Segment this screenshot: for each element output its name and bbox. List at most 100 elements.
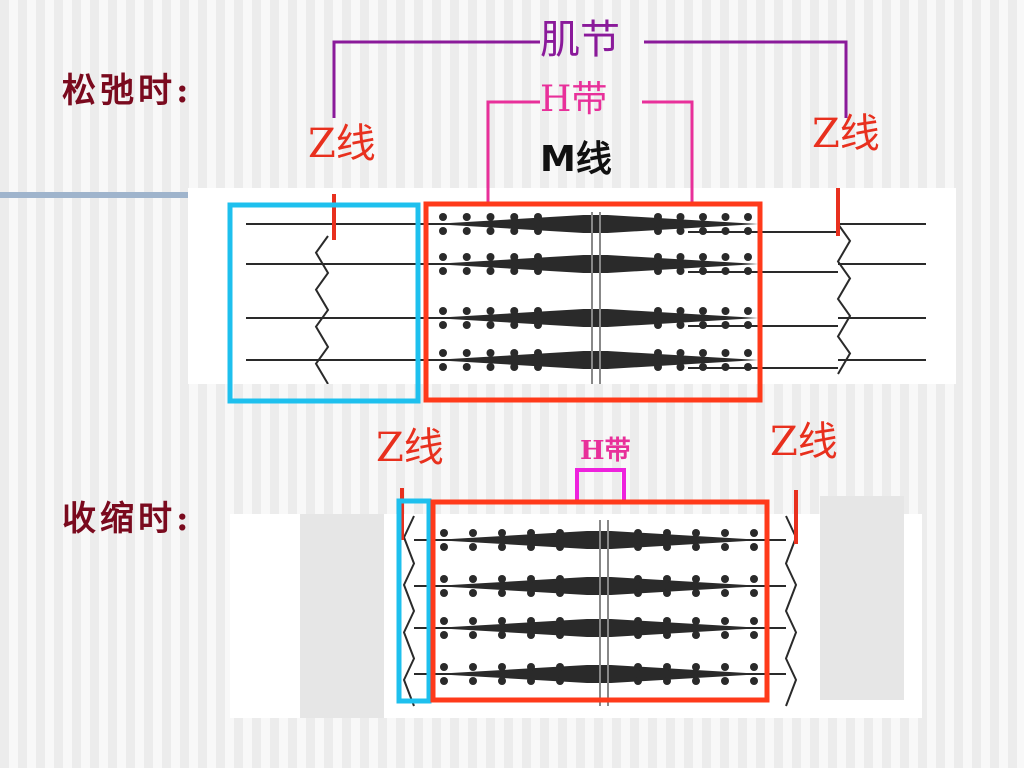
relaxed-myosin-head (510, 227, 519, 235)
contracted-myosin-head (721, 529, 729, 537)
contracted-myosin-head (469, 631, 477, 639)
contracted-myosin-head (556, 631, 564, 639)
relaxed-myosin-head (439, 307, 447, 315)
relaxed-myosin-head (699, 321, 707, 329)
contracted-myosin-head (750, 575, 758, 583)
contracted-right-gray-block (820, 496, 904, 700)
relaxed-myosin-head (699, 363, 707, 371)
contracted-myosin-head (634, 631, 642, 639)
relaxed-myosin-head (510, 363, 519, 371)
relaxed-myosin-head (486, 349, 495, 357)
relaxed-myosin-head (721, 349, 730, 357)
relaxed-myosin-head (510, 307, 519, 315)
relaxed-myosin-head (510, 349, 519, 357)
relaxed-myosin-head (676, 213, 685, 221)
contracted-myosin-head (750, 631, 758, 639)
contracted-myosin-head (469, 589, 477, 597)
contracted-myosin-head (527, 575, 535, 583)
relaxed-myosin-head (510, 253, 519, 261)
contracted-myosin-head (750, 663, 758, 671)
relaxed-myosin-head (486, 267, 495, 275)
contracted-myosin-head (556, 543, 564, 551)
contracted-myosin-head (721, 543, 729, 551)
contracted-myosin-head (692, 617, 700, 625)
relaxed-myosin-head (462, 307, 471, 315)
contracted-state-label: 收缩时: (62, 499, 193, 539)
relaxed-myosin-head (510, 321, 519, 329)
contracted-myosin-head (469, 663, 477, 671)
contracted-myosin-head (750, 589, 758, 597)
relaxed-myosin-head (439, 267, 447, 275)
relaxed-myosin-head (439, 349, 447, 357)
relaxed-myosin-head (744, 213, 752, 221)
relaxed-myosin-head (654, 349, 662, 357)
contracted-left-gray-block (300, 514, 384, 718)
relaxed-h-band-bracket (486, 100, 694, 204)
relaxed-myosin-head (744, 227, 752, 235)
contracted-myosin-head (440, 543, 448, 551)
contracted-myosin-head (498, 617, 506, 625)
contracted-myosin-head (527, 663, 535, 671)
contracted-myosin-head (556, 529, 564, 537)
contracted-myosin-head (663, 631, 671, 639)
contracted-myosin-head (692, 575, 700, 583)
relaxed-myosin-head (534, 253, 542, 261)
contracted-myosin-head (692, 631, 700, 639)
contracted-myosin-head (440, 617, 448, 625)
relaxed-myosin-head (510, 267, 519, 275)
relaxed-myosin-head (721, 267, 730, 275)
contracted-myosin-head (440, 663, 448, 671)
relaxed-myosin-head (744, 321, 752, 329)
contracted-myosin-head (634, 575, 642, 583)
contracted-myosin-head (663, 543, 671, 551)
relaxed-myosin-head (439, 227, 447, 235)
relaxed-myosin-head (510, 213, 519, 221)
relaxed-myosin-head (654, 213, 662, 221)
relaxed-myosin-head (699, 267, 707, 275)
relaxed-myosin-head (486, 213, 495, 221)
contracted-myosin-head (556, 677, 564, 685)
relaxed-myosin-head (486, 253, 495, 261)
contracted-myosin-head (692, 677, 700, 685)
relaxed-myosin-head (534, 307, 542, 315)
contracted-myosin-head (634, 543, 642, 551)
contracted-myosin-head (634, 617, 642, 625)
relaxed-myosin-head (534, 227, 542, 235)
contracted-myosin-head (663, 529, 671, 537)
relaxed-myosin-head (462, 213, 471, 221)
relaxed-myosin-head (654, 267, 662, 275)
relaxed-z-line-label-left: Z线 (308, 121, 376, 167)
contracted-myosin-head (750, 677, 758, 685)
contracted-h-band-label: H带 (580, 436, 631, 466)
contracted-myosin-head (440, 529, 448, 537)
relaxed-myosin-head (744, 267, 752, 275)
relaxed-myosin-head (721, 227, 730, 235)
relaxed-myosin-head (462, 349, 471, 357)
relaxed-myosin-head (486, 307, 495, 315)
relaxed-myosin-head (462, 227, 471, 235)
relaxed-myosin-head (534, 213, 542, 221)
contracted-myosin-head (469, 617, 477, 625)
contracted-myosin-head (556, 575, 564, 583)
relaxed-myosin-head (654, 307, 662, 315)
relaxed-myosin-head (654, 321, 662, 329)
relaxed-myosin-head (676, 253, 685, 261)
relaxed-myosin-head (699, 227, 707, 235)
relaxed-myosin-head (486, 321, 495, 329)
contracted-myosin-head (527, 529, 535, 537)
relaxed-state-label: 松弛时: (62, 71, 193, 111)
relaxed-myosin-head (744, 253, 752, 261)
contracted-myosin-head (721, 589, 729, 597)
contracted-myosin-head (750, 543, 758, 551)
contracted-myosin-head (498, 589, 506, 597)
contracted-myosin-head (721, 663, 729, 671)
relaxed-myosin-head (676, 321, 685, 329)
contracted-myosin-head (440, 677, 448, 685)
contracted-i-band-highlight-box (396, 498, 432, 704)
contracted-myosin-head (440, 575, 448, 583)
relaxed-myosin-head (676, 349, 685, 357)
contracted-myosin-head (556, 663, 564, 671)
contracted-myosin-head (527, 631, 535, 639)
contracted-a-band-highlight-box (430, 499, 770, 703)
